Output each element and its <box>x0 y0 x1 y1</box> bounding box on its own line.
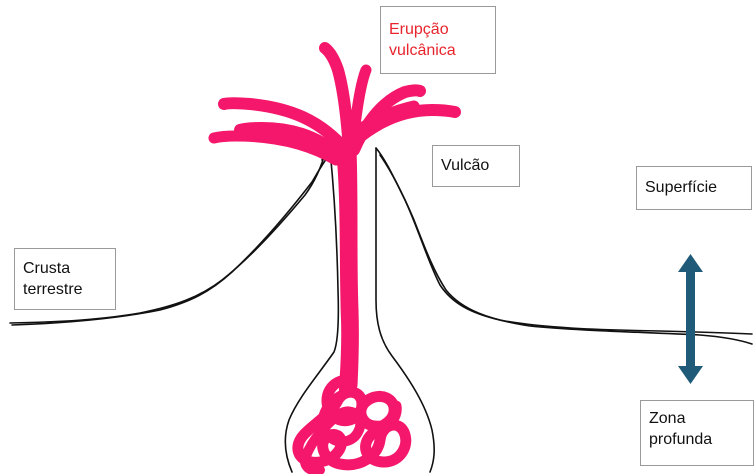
surface-label: Superfície <box>636 166 752 210</box>
deep-zone-label: Zona profunda <box>640 400 754 466</box>
magma-column-2 <box>342 160 346 390</box>
depth-arrow <box>678 254 703 384</box>
volcano-label: Vulcão <box>432 145 520 187</box>
depth-arrow-down-head <box>678 366 703 384</box>
magma <box>214 48 455 470</box>
eruption-label: Erupção vulcânica <box>380 6 496 74</box>
depth-arrow-shaft <box>686 270 695 368</box>
magma-chamber-loops <box>298 380 406 465</box>
depth-arrow-up-head <box>678 254 703 272</box>
crust-label: Crusta terrestre <box>14 248 116 310</box>
